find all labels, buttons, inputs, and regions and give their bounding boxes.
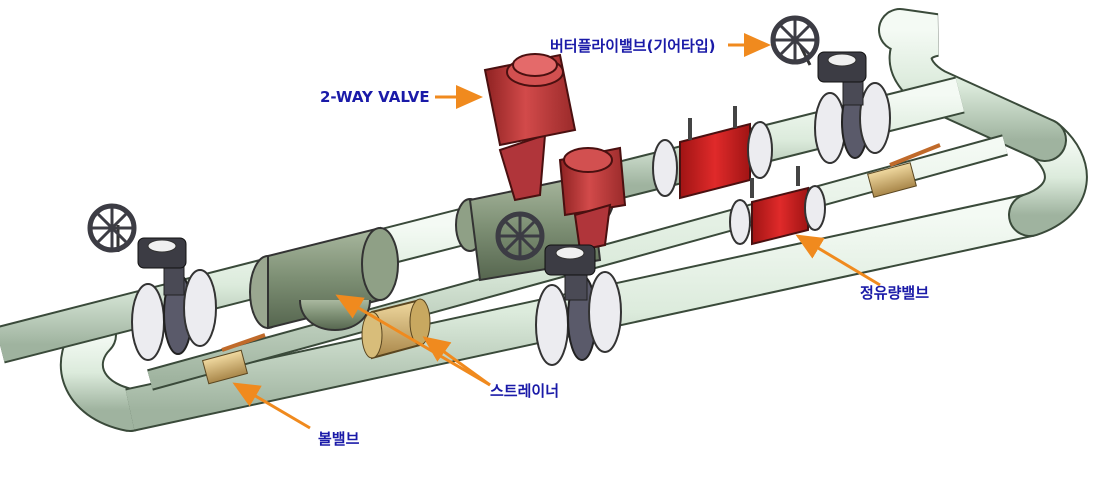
annotation-arrows <box>232 33 881 430</box>
handwheel-icon[interactable] <box>495 211 545 261</box>
label-flow-valve: 정유량밸브 <box>860 284 929 302</box>
arrow-flow <box>795 234 881 287</box>
arrow-ball <box>232 382 311 430</box>
arrow-strainer-2 <box>422 336 491 387</box>
label-strainer: 스트레이너 <box>490 382 559 400</box>
flow-valve-lower <box>729 166 826 246</box>
left-butterfly-valve <box>87 203 217 361</box>
right-butterfly-valve <box>770 15 891 164</box>
flow-valve-upper <box>652 106 773 200</box>
second-actuator <box>558 146 627 252</box>
label-butterfly-valve: 버터플라이밸브(기어타입) <box>550 37 716 55</box>
right-ball-valve <box>867 143 941 198</box>
handwheel-icon[interactable] <box>770 15 820 65</box>
handwheel-icon[interactable] <box>87 203 137 253</box>
arrow-strainer-1 <box>335 294 491 387</box>
two-way-valve-actuator <box>483 53 577 147</box>
center-butterfly-valve <box>495 211 622 366</box>
label-two-way-valve: 2-WAY VALVE <box>320 88 430 106</box>
label-ball-valve: 볼밸브 <box>318 430 360 448</box>
brass-strainer <box>361 298 431 360</box>
left-ball-valve <box>201 333 266 385</box>
